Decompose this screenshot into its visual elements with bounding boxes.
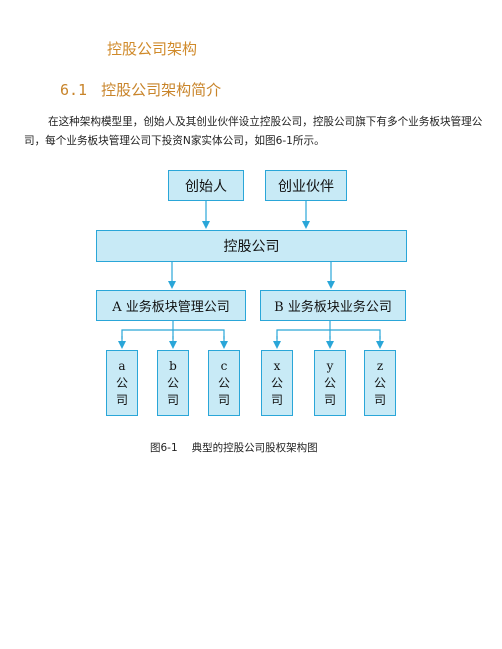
entity-box-a: a 公 司 bbox=[106, 350, 138, 416]
entity-char-2: 司 bbox=[115, 392, 128, 407]
entity-char-2: 司 bbox=[270, 392, 283, 407]
entity-char-2: 司 bbox=[373, 392, 386, 407]
bracket-b bbox=[276, 329, 381, 339]
entity-char-2: 司 bbox=[166, 392, 179, 407]
entity-char-1: 公 bbox=[373, 375, 386, 390]
holding-company-box: 控股公司 bbox=[96, 230, 407, 262]
partner-box: 创业伙伴 bbox=[265, 170, 347, 201]
entity-box-y: y 公 司 bbox=[314, 350, 346, 416]
caption-text: 典型的控股公司股权架构图 bbox=[191, 442, 318, 454]
entity-box-c: c 公 司 bbox=[208, 350, 240, 416]
body-paragraph: 在这种架构模型里，创始人及其创业伙伴设立控股公司，控股公司旗下有多个业务板块管理… bbox=[24, 113, 484, 151]
entity-letter: y bbox=[326, 358, 334, 373]
entity-box-x: x 公 司 bbox=[261, 350, 293, 416]
figure-caption: 图6-1 典型的控股公司股权架构图 bbox=[150, 440, 318, 455]
doc-title: 控股公司架构 bbox=[107, 40, 198, 58]
mgmt-company-a-box: A 业务板块管理公司 bbox=[96, 290, 246, 321]
entity-box-b: b 公 司 bbox=[157, 350, 189, 416]
entity-letter: b bbox=[169, 358, 177, 373]
entity-char-2: 司 bbox=[323, 392, 336, 407]
entity-char-1: 公 bbox=[166, 375, 179, 390]
entity-char-1: 公 bbox=[270, 375, 283, 390]
founder-box: 创始人 bbox=[168, 170, 244, 201]
figure-number: 图6-1 bbox=[150, 442, 178, 454]
section-title: 控股公司架构简介 bbox=[101, 81, 222, 99]
entity-char-1: 公 bbox=[323, 375, 336, 390]
paragraph-text: 在这种架构模型里，创始人及其创业伙伴设立控股公司，控股公司旗下有多个业务板块管理… bbox=[24, 116, 483, 147]
entity-char-1: 公 bbox=[217, 375, 230, 390]
entity-letter: c bbox=[220, 358, 228, 373]
section-heading: 6.1 控股公司架构简介 bbox=[60, 79, 221, 100]
entity-box-z: z 公 司 bbox=[364, 350, 396, 416]
entity-letter: z bbox=[376, 358, 384, 373]
entity-letter: x bbox=[273, 358, 281, 373]
entity-char-2: 司 bbox=[217, 392, 230, 407]
mgmt-company-b-box: B 业务板块业务公司 bbox=[260, 290, 406, 321]
section-number: 6.1 bbox=[60, 81, 88, 99]
entity-letter: a bbox=[118, 358, 126, 373]
entity-char-1: 公 bbox=[115, 375, 128, 390]
